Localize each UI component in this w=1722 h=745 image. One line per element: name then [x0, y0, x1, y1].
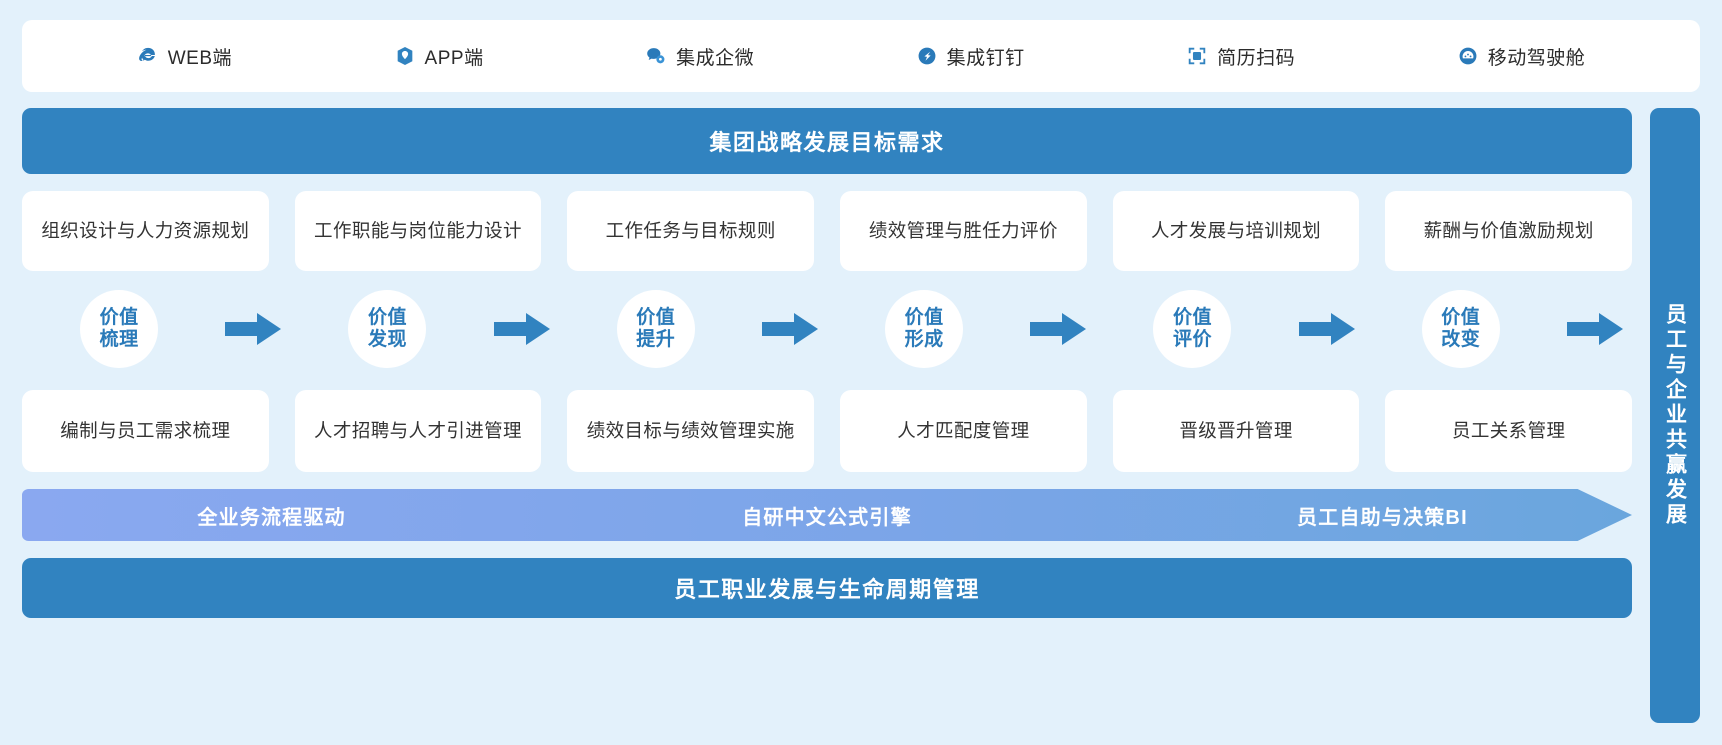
mobile-cockpit-icon: [1457, 45, 1479, 67]
value-stage-circle[interactable]: 价值 形成: [885, 290, 964, 368]
channel-label: 简历扫码: [1217, 47, 1296, 69]
channel-bar: WEB端 APP端 集成企微: [22, 20, 1700, 92]
card-label: 人才招聘与人才引进管理: [314, 419, 522, 441]
stage-line-2: 发现: [367, 329, 407, 350]
card-label: 人才匹配度管理: [897, 419, 1030, 441]
channel-item-wechat-work[interactable]: 集成企微: [645, 43, 754, 70]
stage-line-2: 评价: [1172, 329, 1212, 350]
stage-cell: 价值 发现: [290, 290, 484, 368]
card-label: 绩效管理与胜任力评价: [868, 219, 1058, 241]
arrow-right-icon: [493, 311, 550, 347]
stage-line-1: 价值: [1441, 306, 1481, 328]
stage-line-2: 形成: [904, 329, 944, 350]
card-label: 薪酬与价值激励规划: [1423, 219, 1594, 241]
top-card[interactable]: 绩效管理与胜任力评价: [840, 191, 1087, 271]
dingtalk-icon: [916, 45, 938, 67]
strategy-banner-title: 集团战略发展目标需求: [709, 130, 945, 155]
top-card[interactable]: 组织设计与人力资源规划: [22, 191, 269, 271]
top-card-row: 组织设计与人力资源规划 工作职能与岗位能力设计 工作任务与目标规则 绩效管理与胜…: [22, 191, 1633, 271]
arrow-right-icon: [1298, 311, 1355, 347]
arrow-right-icon: [1030, 311, 1087, 347]
value-stage-circle[interactable]: 价值 评价: [1153, 290, 1232, 368]
stage-line-2: 梳理: [99, 329, 139, 350]
value-stage-circle[interactable]: 价值 提升: [616, 290, 695, 368]
channel-item-app[interactable]: APP端: [394, 43, 484, 70]
strategy-banner: 集团战略发展目标需求: [22, 108, 1632, 174]
resume-scan-icon: [1186, 45, 1208, 67]
arrow-cell: [485, 311, 559, 347]
channel-item-mobile-cockpit[interactable]: 移动驾驶舱: [1457, 43, 1586, 70]
diagram-body: 集团战略发展目标需求 组织设计与人力资源规划 工作职能与岗位能力设计 工作任务与…: [22, 108, 1700, 723]
diagram-main-column: 集团战略发展目标需求 组织设计与人力资源规划 工作职能与岗位能力设计 工作任务与…: [22, 108, 1633, 723]
side-panel: 员工与企业共赢发展: [1650, 108, 1700, 723]
bottom-card[interactable]: 人才匹配度管理: [840, 390, 1087, 472]
card-label: 工作任务与目标规则: [605, 219, 776, 241]
arrow-cell: [1021, 311, 1095, 347]
card-label: 晋级晋升管理: [1179, 419, 1293, 441]
arrow-right-icon: [1566, 311, 1623, 347]
arrow-right-icon: [225, 311, 282, 347]
channel-label: 移动驾驶舱: [1487, 47, 1586, 69]
bottom-card[interactable]: 人才招聘与人才引进管理: [294, 390, 542, 472]
app-cube-icon: [394, 45, 416, 67]
bottom-card[interactable]: 员工关系管理: [1385, 390, 1633, 472]
stage-line-1: 价值: [99, 306, 139, 328]
value-stage-row: 价值 梳理 价值 发现: [22, 285, 1632, 373]
bottom-card[interactable]: 编制与员工需求梳理: [22, 390, 269, 472]
chevron-label: 全业务流程驱动: [197, 506, 346, 529]
stage-cell: 价值 改变: [1364, 290, 1558, 368]
ie-browser-icon: [137, 45, 159, 67]
channel-label: WEB端: [167, 47, 233, 69]
card-label: 组织设计与人力资源规划: [41, 219, 250, 241]
side-panel-title: 员工与企业共赢发展: [1663, 303, 1687, 528]
stage-line-1: 价值: [636, 306, 676, 328]
wechat-work-icon: [645, 45, 667, 67]
stage-cell: 价值 评价: [1095, 290, 1289, 368]
arrow-cell: [1558, 311, 1632, 347]
card-label: 绩效目标与绩效管理实施: [586, 419, 795, 441]
arrow-cell: [753, 311, 827, 347]
channel-label: 集成钉钉: [946, 47, 1025, 69]
bottom-card[interactable]: 晋级晋升管理: [1112, 390, 1360, 472]
stage-cell: 价值 提升: [559, 290, 753, 368]
stage-line-2: 提升: [636, 329, 676, 350]
bottom-card-row: 编制与员工需求梳理 人才招聘与人才引进管理 绩效目标与绩效管理实施 人才匹配度管…: [22, 390, 1633, 472]
stage-line-1: 价值: [1172, 306, 1212, 328]
stage-line-2: 改变: [1441, 329, 1481, 350]
card-label: 编制与员工需求梳理: [60, 419, 231, 441]
value-stage-circle[interactable]: 价值 发现: [348, 290, 427, 368]
stage-line-1: 价值: [367, 306, 407, 328]
channel-label: APP端: [424, 47, 484, 69]
stage-cell: 价值 形成: [827, 290, 1021, 368]
lifecycle-banner: 员工职业发展与生命周期管理: [22, 558, 1632, 618]
value-stage-circle[interactable]: 价值 改变: [1421, 290, 1500, 368]
card-label: 人才发展与培训规划: [1150, 219, 1322, 241]
arrow-cell: [216, 311, 290, 347]
arrow-right-icon: [761, 311, 818, 347]
top-card[interactable]: 工作职能与岗位能力设计: [294, 191, 542, 271]
channel-label: 集成企微: [676, 47, 755, 69]
card-label: 员工关系管理: [1451, 419, 1566, 441]
chevron-label: 员工自助与决策BI: [1297, 506, 1468, 529]
top-card[interactable]: 工作任务与目标规则: [567, 191, 815, 271]
card-label: 工作职能与岗位能力设计: [314, 219, 522, 241]
capability-chevron-banner: 全业务流程驱动 自研中文公式引擎 员工自助与决策BI: [22, 489, 1632, 541]
top-card[interactable]: 人才发展与培训规划: [1112, 191, 1360, 271]
value-stage-circle[interactable]: 价值 梳理: [80, 290, 159, 368]
arrow-cell: [1290, 311, 1364, 347]
chevron-label: 自研中文公式引擎: [742, 506, 912, 529]
channel-item-dingtalk[interactable]: 集成钉钉: [916, 43, 1025, 70]
stage-line-1: 价值: [904, 306, 944, 328]
stage-cell: 价值 梳理: [22, 290, 216, 368]
bottom-card[interactable]: 绩效目标与绩效管理实施: [567, 390, 815, 472]
chevron-shape: [22, 489, 1632, 541]
channel-item-web[interactable]: WEB端: [137, 43, 232, 70]
channel-item-resume-scan[interactable]: 简历扫码: [1186, 43, 1295, 70]
top-card[interactable]: 薪酬与价值激励规划: [1385, 191, 1633, 271]
lifecycle-banner-title: 员工职业发展与生命周期管理: [674, 577, 980, 602]
